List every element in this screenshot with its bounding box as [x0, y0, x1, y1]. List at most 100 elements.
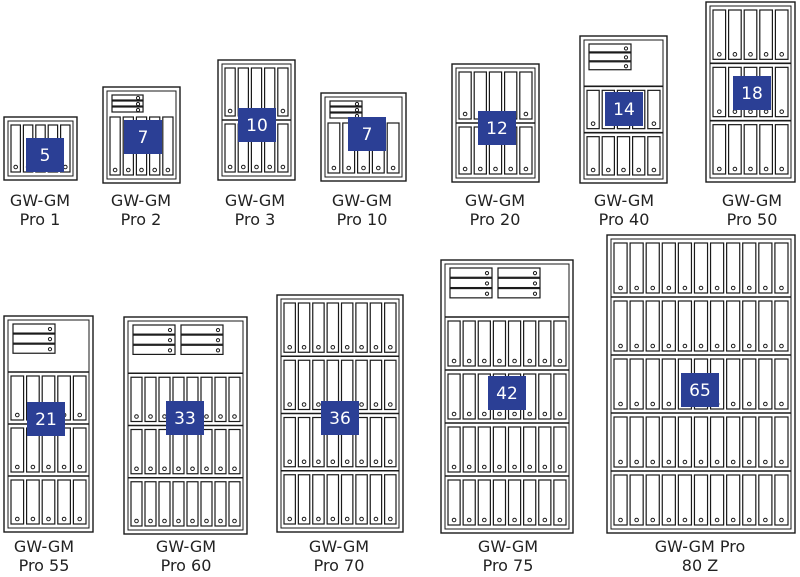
- binder: [130, 481, 143, 527]
- binder-ring-icon: [462, 166, 468, 172]
- safe-6: 14: [579, 35, 668, 184]
- binder: [109, 116, 121, 176]
- binder: [774, 474, 789, 526]
- drawer: [180, 324, 224, 335]
- binder: [586, 89, 600, 130]
- binder-ring-icon: [232, 414, 237, 419]
- binder: [726, 300, 741, 352]
- binder-ring-icon: [650, 343, 656, 349]
- binder: [462, 426, 476, 473]
- drawer: [132, 334, 176, 345]
- binder-ring-icon: [344, 344, 350, 350]
- binder-ring-icon: [451, 411, 457, 417]
- binder-ring-icon: [732, 52, 738, 57]
- binder-ring-icon: [373, 402, 379, 407]
- binder-ring-icon: [287, 402, 292, 407]
- binder: [200, 428, 213, 475]
- binder-ring-icon: [330, 516, 336, 522]
- binder-ring-icon: [466, 464, 472, 470]
- safe-model-line1: GW-GM: [224, 191, 286, 210]
- binder: [492, 426, 507, 473]
- binder-ring-icon: [148, 466, 153, 472]
- binder-ring-icon: [779, 52, 785, 57]
- binder: [758, 416, 773, 468]
- capacity-value: 7: [362, 125, 373, 145]
- binder-ring-icon: [466, 517, 472, 523]
- binder: [712, 9, 727, 60]
- binder: [186, 481, 199, 527]
- binder: [477, 426, 491, 473]
- binder-ring-icon: [301, 459, 307, 465]
- binder-ring-icon: [451, 464, 457, 470]
- drawer-knob-icon: [623, 64, 629, 69]
- binder: [214, 428, 227, 475]
- capacity-value: 33: [174, 409, 196, 429]
- binder: [340, 302, 354, 353]
- binder: [369, 302, 383, 353]
- binder: [10, 124, 21, 173]
- binder: [613, 358, 628, 410]
- binder-ring-icon: [666, 517, 672, 523]
- binder-ring-icon: [779, 401, 784, 407]
- drawer: [497, 267, 541, 278]
- binder: [297, 474, 311, 525]
- binder-ring-icon: [134, 466, 139, 472]
- binder: [538, 320, 552, 367]
- capacity-badge: [27, 402, 65, 436]
- capacity-badge: [238, 108, 276, 142]
- binder: [477, 479, 491, 526]
- binder-ring-icon: [267, 164, 273, 170]
- drawer: [497, 277, 541, 289]
- binder-ring-icon: [542, 358, 548, 364]
- binder: [742, 474, 757, 526]
- drawer: [449, 277, 493, 289]
- binder-ring-icon: [557, 464, 563, 470]
- binder-ring-icon: [714, 459, 720, 465]
- binder: [758, 242, 773, 294]
- capacity-value: 14: [613, 100, 635, 120]
- binder-ring-icon: [650, 285, 656, 291]
- drawer-knob-icon: [167, 327, 173, 333]
- binder: [629, 416, 644, 468]
- binder-ring-icon: [763, 109, 769, 114]
- safe-model-line1: GW-GM: [477, 537, 539, 556]
- binder-ring-icon: [748, 52, 753, 57]
- binder-ring-icon: [451, 358, 457, 364]
- binder: [774, 300, 789, 352]
- binder: [726, 474, 741, 526]
- binder: [355, 474, 368, 525]
- binder-ring-icon: [77, 412, 82, 418]
- binder-ring-icon: [763, 401, 768, 407]
- safe-model-line1: GW-GM: [331, 191, 393, 210]
- binder: [130, 428, 143, 475]
- binder-ring-icon: [301, 516, 307, 522]
- safe-model-line2: Pro 20: [469, 210, 521, 229]
- capacity-badge: [321, 401, 359, 435]
- binder: [228, 428, 241, 475]
- safe-7: 18: [705, 1, 796, 183]
- binder-ring-icon: [162, 414, 167, 419]
- binder: [386, 122, 400, 174]
- capacity-value: 5: [40, 146, 51, 166]
- binder-ring-icon: [666, 459, 672, 465]
- capacity-badge: [166, 401, 204, 435]
- binder-ring-icon: [388, 516, 393, 522]
- binder-ring-icon: [204, 518, 209, 524]
- drawer: [588, 43, 632, 53]
- drawer: [449, 267, 493, 278]
- safe-4: 7: [320, 92, 407, 182]
- binder: [758, 300, 773, 352]
- safe-5: 12: [451, 63, 540, 183]
- drawer-knob-icon: [532, 291, 538, 296]
- binder-ring-icon: [388, 344, 393, 350]
- binder-ring-icon: [204, 466, 209, 472]
- binder: [629, 358, 644, 410]
- binder: [10, 479, 25, 525]
- binder: [200, 481, 213, 527]
- capacity-badge: [488, 376, 526, 410]
- safe-model-line2: Pro 60: [160, 556, 212, 575]
